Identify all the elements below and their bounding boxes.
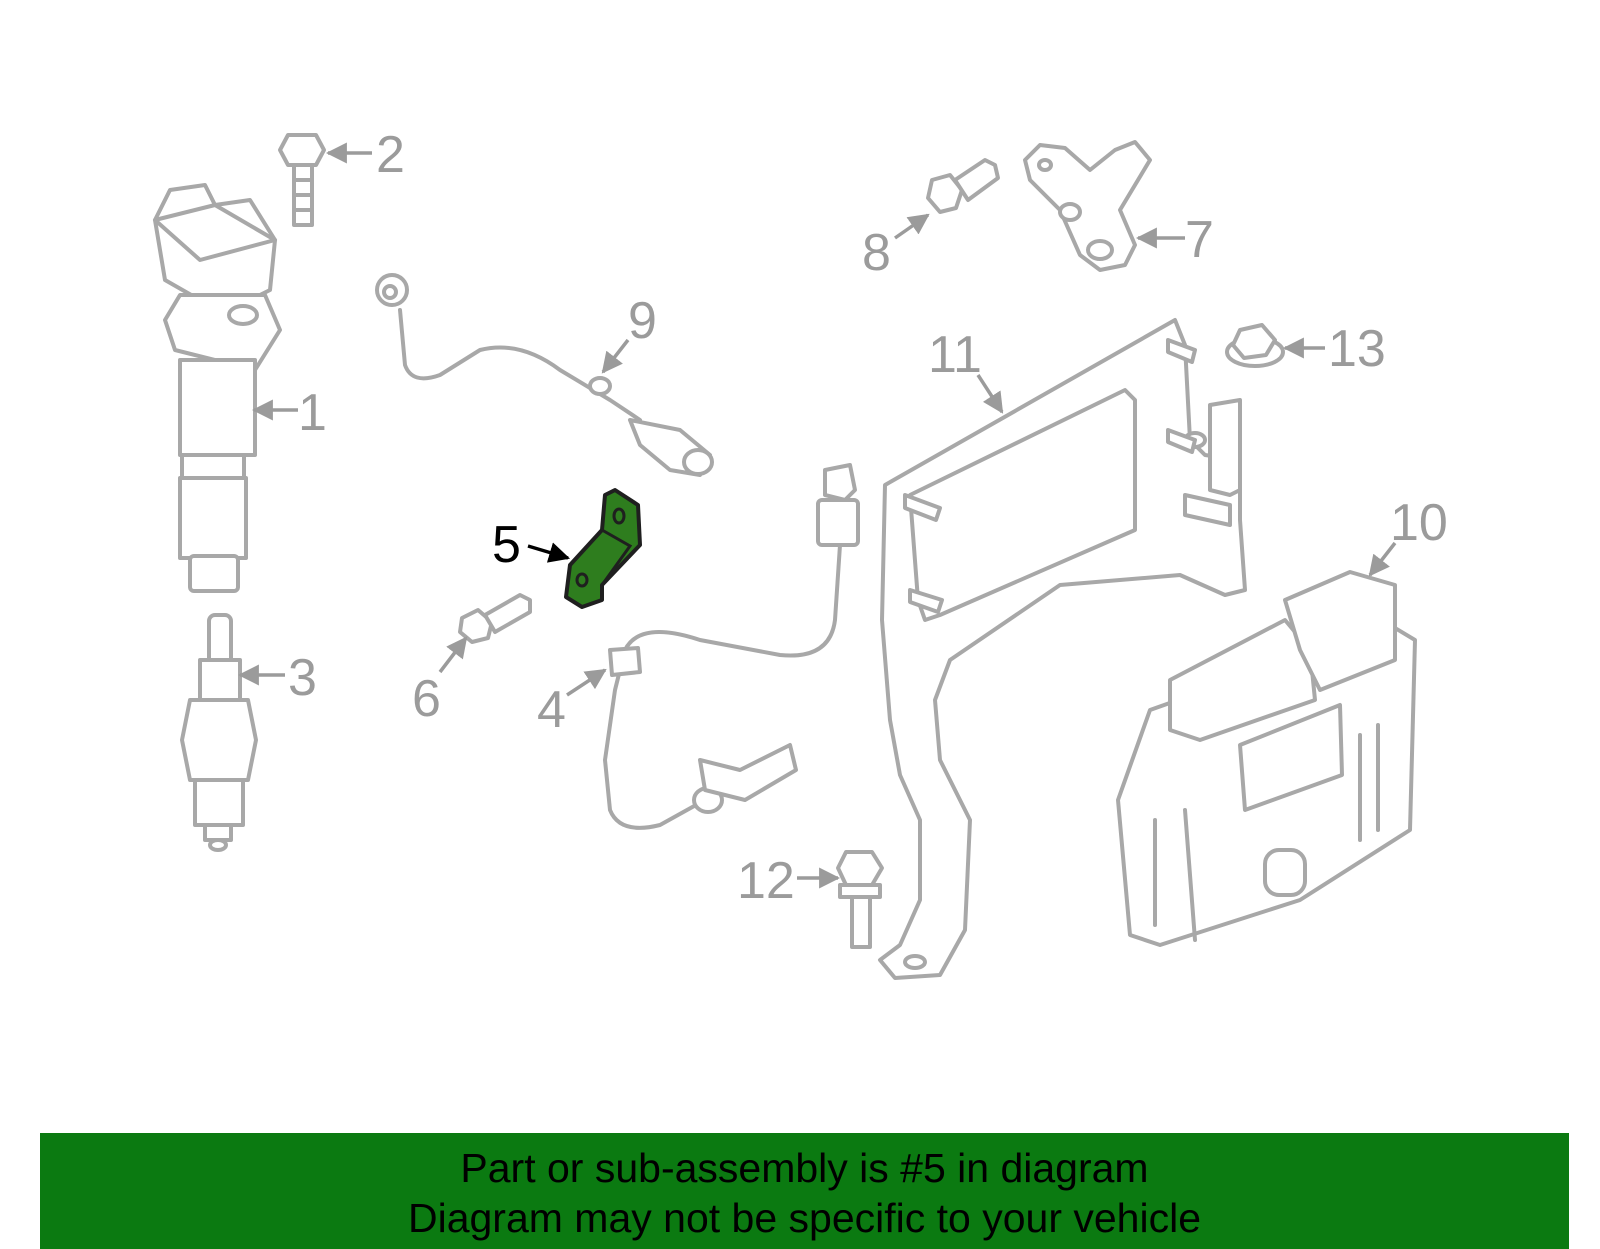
callout-6: 6 <box>412 670 441 728</box>
bolt-part-6 <box>458 593 532 644</box>
callout-4: 4 <box>537 681 566 739</box>
callout-12: 12 <box>737 852 795 910</box>
callout-11: 11 <box>928 326 982 384</box>
ecu-bracket-part-11 <box>878 318 1247 980</box>
sensor-part-9 <box>375 273 714 477</box>
ecu-module-part-10 <box>1116 570 1417 947</box>
leader-arrows <box>237 142 1397 889</box>
bolt-part-12 <box>836 850 884 949</box>
callout-2: 2 <box>376 126 405 184</box>
callout-5: 5 <box>492 516 521 574</box>
callout-7: 7 <box>1185 211 1214 269</box>
bracket-part-5-highlighted <box>564 488 642 609</box>
banner-line-part-number: Part or sub-assembly is #5 in diagram <box>460 1145 1149 1191</box>
bolt-part-2 <box>278 133 326 227</box>
callout-1: 1 <box>298 384 327 442</box>
sensor-part-4 <box>603 463 860 830</box>
callout-13: 13 <box>1328 320 1386 378</box>
spark-plug-part-3 <box>180 613 258 852</box>
info-banner: Part or sub-assembly is #5 in diagram Di… <box>40 1133 1569 1249</box>
parts-diagram: 2 1 3 9 7 8 13 11 10 5 6 4 12 <box>153 126 1448 980</box>
ignition-coil-part-1 <box>153 183 282 593</box>
callout-10: 10 <box>1390 494 1448 552</box>
cam-sensor-part-7 <box>1023 140 1152 272</box>
bolt-part-8 <box>926 158 1000 214</box>
callout-8: 8 <box>862 224 891 282</box>
nut-part-13 <box>1225 323 1285 368</box>
callout-3: 3 <box>288 649 317 707</box>
banner-line-disclaimer: Diagram may not be specific to your vehi… <box>407 1195 1201 1241</box>
callout-9: 9 <box>628 292 657 350</box>
